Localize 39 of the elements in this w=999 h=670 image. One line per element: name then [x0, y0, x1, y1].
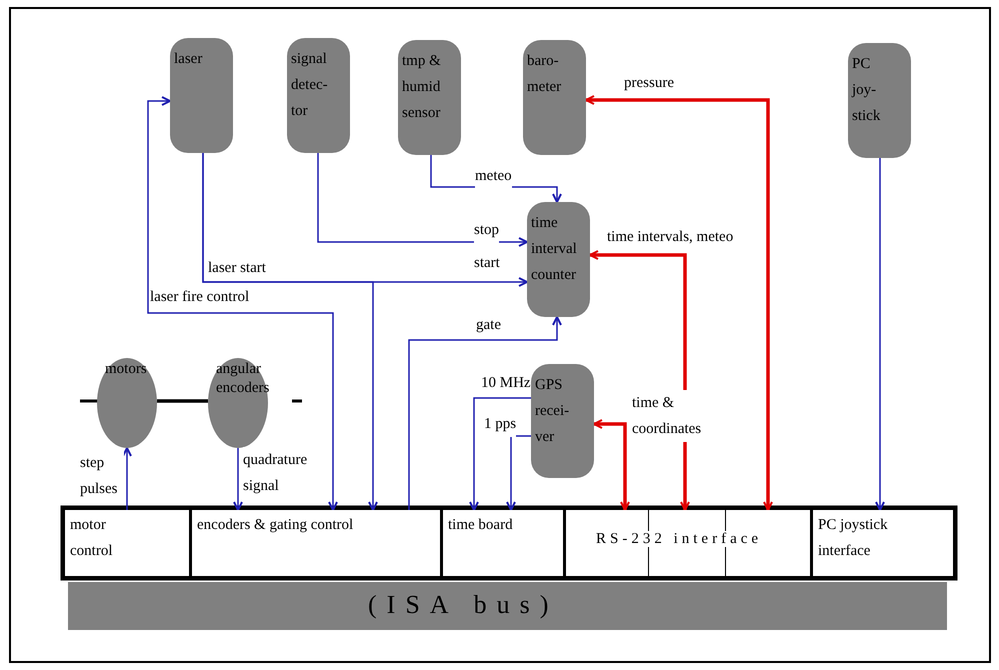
node-label: tmp & humid sensor: [402, 53, 441, 121]
ellipse-node: [97, 358, 157, 448]
process-box: [527, 202, 590, 317]
interface-module: [813, 510, 953, 576]
connector-arrow: [147, 96, 338, 511]
node-label: signal detec- tor: [291, 51, 328, 119]
connector-arrow: [469, 397, 531, 511]
connector-arrow: [408, 316, 562, 510]
node-label: time board: [448, 517, 513, 533]
process-box: [848, 43, 911, 158]
connector-arrow: [875, 158, 885, 511]
node-label: motors: [105, 361, 147, 377]
node-label: PC joy- stick: [852, 56, 880, 124]
connector-arrow: [202, 153, 378, 511]
connector-arrow: [506, 435, 531, 511]
interface-module: [65, 510, 192, 576]
connector-arrow: [122, 447, 132, 510]
node-label: PC joystick interface: [818, 517, 888, 559]
connector-arrow: [317, 153, 528, 247]
process-box: [170, 38, 233, 153]
node-label: laser: [174, 51, 202, 67]
connector-arrow: [585, 95, 773, 511]
process-box: [398, 40, 461, 155]
connector-arrow: [233, 448, 243, 511]
process-box: [523, 40, 586, 155]
bus-title: (ISA bus): [368, 590, 558, 619]
process-box: [287, 38, 350, 153]
shaft-line: [157, 399, 208, 403]
process-box: [531, 364, 594, 478]
bus-band: [68, 582, 947, 630]
interface-module: [443, 510, 566, 576]
node-label: GPS recei- ver: [535, 377, 570, 445]
node-label: baro- meter: [527, 53, 562, 95]
node-label: encoders & gating control: [197, 517, 354, 533]
interface-module: [192, 510, 443, 576]
node-label: motor control: [70, 517, 112, 559]
connector-arrow: [593, 419, 630, 511]
interface-module: [566, 510, 813, 576]
node-label: time interval counter: [531, 215, 577, 283]
